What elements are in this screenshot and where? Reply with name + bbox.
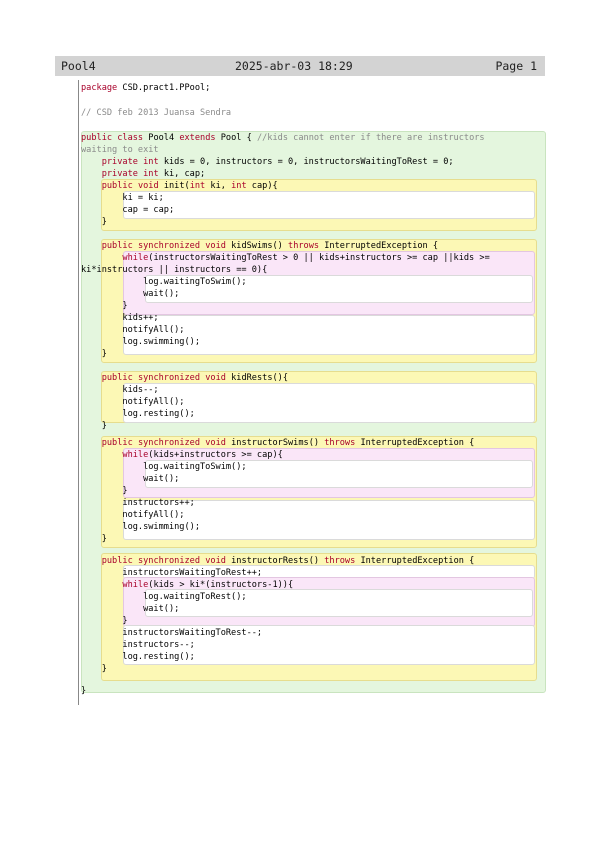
page-header: Pool4 2025-abr-03 18:29 Page 1 bbox=[55, 56, 545, 76]
code-line: kids++; bbox=[81, 313, 159, 323]
code-line: public synchronized void instructorRests… bbox=[101, 556, 475, 566]
code-line: private int kids = 0, instructors = 0, i… bbox=[101, 157, 454, 167]
code-line: notifyAll(); bbox=[81, 510, 185, 520]
instructorrests-while-body bbox=[145, 589, 533, 617]
code-line: } bbox=[81, 301, 128, 311]
code-line: } bbox=[81, 686, 87, 696]
kidswims-tail-block bbox=[123, 315, 535, 355]
code-line: wait(); bbox=[81, 604, 180, 614]
code-line: log.waitingToRest(); bbox=[81, 592, 247, 602]
code-line: notifyAll(); bbox=[81, 325, 185, 335]
code-line: log.resting(); bbox=[81, 409, 195, 419]
print-date: 2025-abr-03 18:29 bbox=[235, 59, 353, 73]
instructorrests-tail-block bbox=[123, 625, 535, 665]
code-line: instructorsWaitingToRest--; bbox=[81, 628, 263, 638]
code-line: } bbox=[81, 486, 128, 496]
code-line: } bbox=[81, 616, 128, 626]
code-line: instructors++; bbox=[81, 498, 195, 508]
code-line: log.waitingToSwim(); bbox=[81, 277, 247, 287]
code-line: } bbox=[81, 349, 107, 359]
code-line: instructorsWaitingToRest++; bbox=[81, 568, 263, 578]
kidswims-while-body bbox=[145, 275, 533, 303]
code-line: kids--; bbox=[81, 385, 159, 395]
code-line: log.swimming(); bbox=[81, 337, 200, 347]
code-line: public synchronized void kidSwims() thro… bbox=[101, 241, 439, 251]
code-line: log.resting(); bbox=[81, 652, 195, 662]
code-line: public synchronized void instructorSwims… bbox=[101, 438, 475, 448]
code-line: } bbox=[81, 217, 107, 227]
file-name: Pool4 bbox=[61, 59, 96, 73]
code-line: ki = ki; bbox=[81, 193, 164, 203]
code-line: notifyAll(); bbox=[81, 397, 185, 407]
init-body-block bbox=[123, 191, 535, 219]
code-line: // CSD feb 2013 Juansa Sendra bbox=[81, 108, 232, 118]
code-line: ki*instructors || instructors == 0){ bbox=[81, 265, 268, 275]
code-line: log.swimming(); bbox=[81, 522, 200, 532]
kidrests-body-block bbox=[123, 383, 535, 423]
left-margin-rule bbox=[78, 80, 79, 705]
code-line: waiting to exit bbox=[81, 145, 159, 155]
code-line: private int ki, cap; bbox=[101, 169, 206, 179]
code-line: while(kids+instructors >= cap){ bbox=[122, 450, 283, 460]
code-line: while(kids > ki*(instructors-1)){ bbox=[122, 580, 294, 590]
instructorswims-tail-block bbox=[123, 500, 535, 540]
code-line: public class Pool4 extends Pool { //kids… bbox=[81, 133, 485, 143]
code-line: log.waitingToSwim(); bbox=[81, 462, 247, 472]
code-line: wait(); bbox=[81, 474, 180, 484]
code-line: wait(); bbox=[81, 289, 180, 299]
code-line: } bbox=[81, 664, 107, 674]
code-line: public void init(int ki, int cap){ bbox=[101, 181, 278, 191]
code-line: package CSD.pract1.PPool; bbox=[81, 83, 211, 93]
code-line: while(instructorsWaitingToRest > 0 || ki… bbox=[122, 253, 490, 263]
code-line: } bbox=[81, 421, 107, 431]
code-line: instructors--; bbox=[81, 640, 195, 650]
code-line: cap = cap; bbox=[81, 205, 175, 215]
code-line: public synchronized void kidRests(){ bbox=[101, 373, 289, 383]
instructorswims-while-body bbox=[145, 460, 533, 488]
page-number: Page 1 bbox=[495, 59, 537, 73]
code-line: } bbox=[81, 534, 107, 544]
